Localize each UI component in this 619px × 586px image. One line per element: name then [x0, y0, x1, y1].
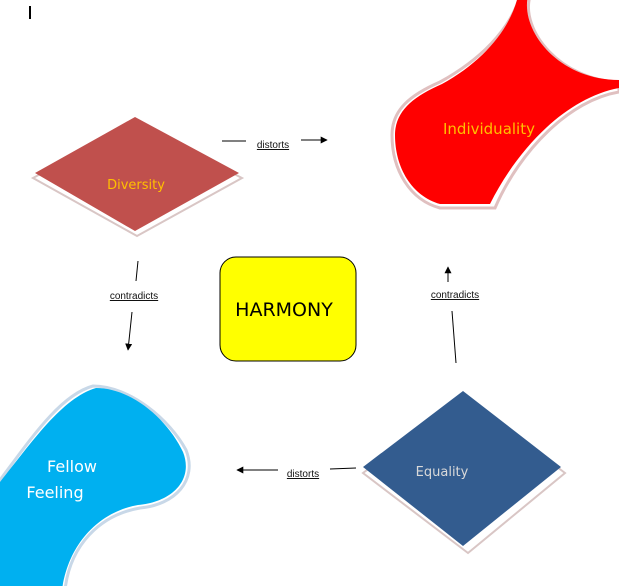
equality-node[interactable]: Equality: [361, 391, 567, 555]
edge-diversity-fellow-feeling: contradicts: [110, 260, 158, 351]
equality-label: Equality: [416, 465, 469, 480]
edge-equality-individuality: contradicts: [431, 266, 479, 364]
fellow-feeling-label-line1: Fellow: [47, 457, 97, 476]
diversity-node[interactable]: Diversity: [30, 117, 245, 238]
individuality-node[interactable]: Individuality: [390, 0, 619, 210]
edge-label-distorts-bottom: distorts: [287, 469, 319, 480]
fellow-feeling-label-line2: Feeling: [26, 483, 83, 502]
edge-diversity-individuality: distorts: [222, 136, 328, 151]
diversity-label: Diversity: [107, 178, 165, 193]
edge-label-distorts-top: distorts: [257, 140, 289, 151]
edge-label-contradicts-right: contradicts: [431, 290, 479, 301]
text-cursor: [29, 6, 31, 19]
edge-equality-fellow-feeling: distorts: [236, 466, 357, 480]
individuality-label: Individuality: [443, 120, 535, 138]
fellow-feeling-node[interactable]: Fellow Feeling: [0, 384, 191, 586]
edge-label-contradicts-left: contradicts: [110, 291, 158, 302]
harmony-node[interactable]: HARMONY: [219, 256, 357, 362]
harmony-label: HARMONY: [235, 299, 333, 321]
